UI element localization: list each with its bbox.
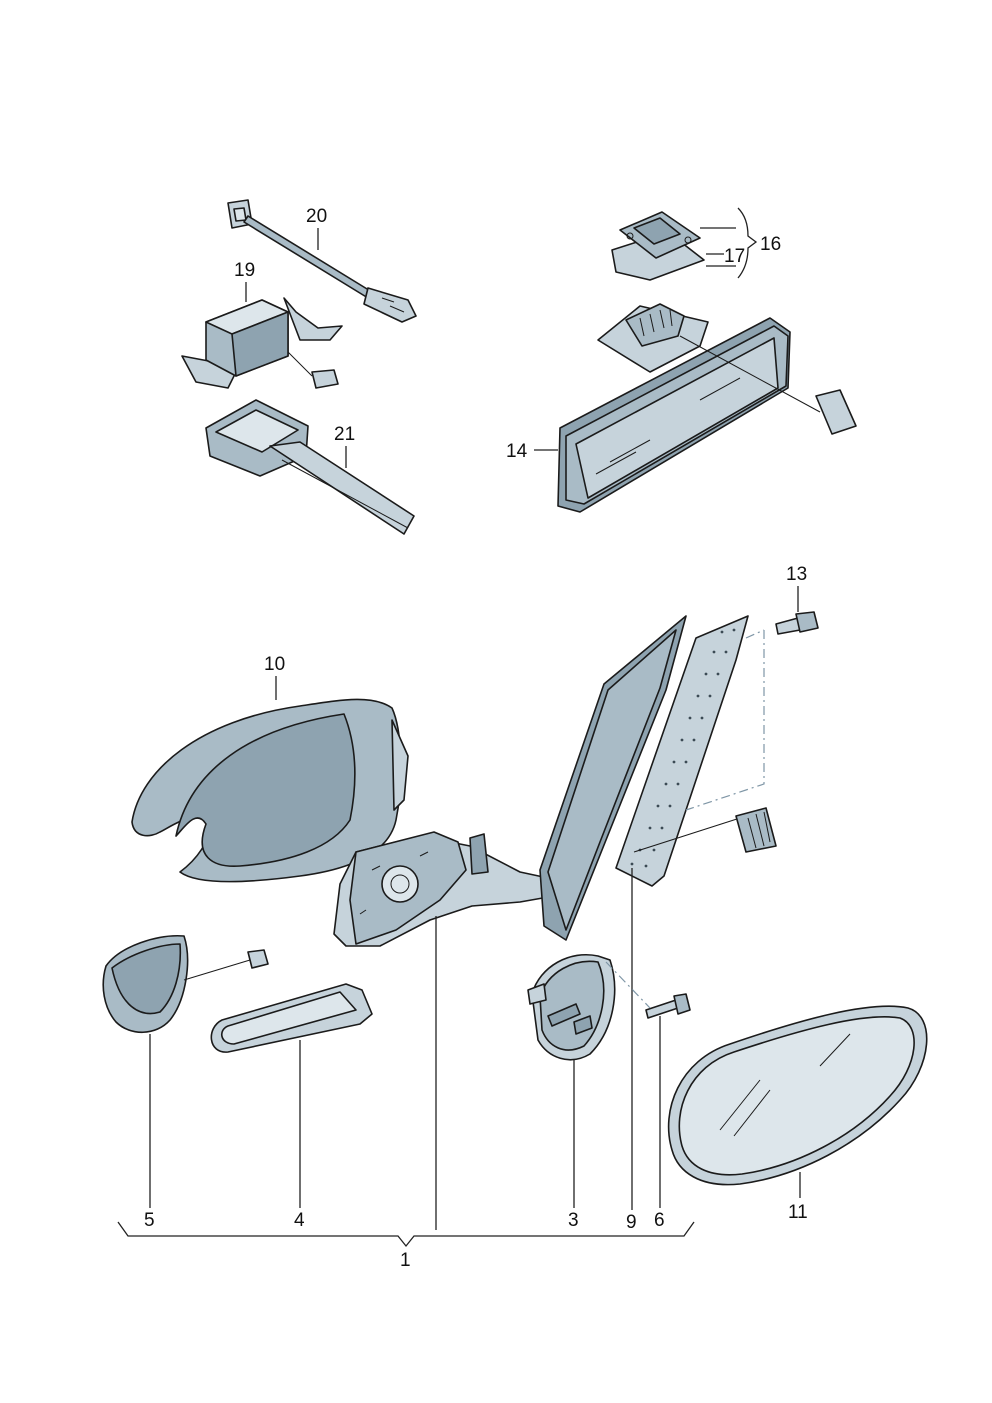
part-19-control-unit <box>181 297 343 389</box>
label-4: 4 <box>294 1210 305 1231</box>
part-9-heating-element <box>615 615 777 887</box>
label-21: 21 <box>334 424 355 445</box>
part-mirror-backing-plate <box>539 615 687 941</box>
part-21-cover <box>205 399 415 535</box>
label-19: 19 <box>234 260 255 281</box>
label-17: 17 <box>724 246 745 267</box>
label-9: 9 <box>626 1212 637 1233</box>
label-10: 10 <box>264 654 285 675</box>
part-6-screw <box>645 993 691 1019</box>
part-16-17-mounting-plate <box>611 211 705 281</box>
label-16: 16 <box>760 234 781 255</box>
part-3-adjusting-motor <box>527 954 616 1061</box>
brace-1 <box>117 1221 695 1248</box>
label-20: 20 <box>306 206 327 227</box>
label-5: 5 <box>144 1210 155 1231</box>
assembly-line-mount <box>745 629 765 639</box>
label-11: 11 <box>788 1202 808 1223</box>
label-3: 3 <box>568 1210 579 1231</box>
part-11-mirror-glass <box>667 1005 928 1186</box>
label-1: 1 <box>400 1250 411 1271</box>
assembly-line-13 <box>685 630 765 811</box>
part-20-cable <box>227 199 417 323</box>
label-14: 14 <box>506 441 528 462</box>
part-5-lower-cover <box>102 935 269 1033</box>
part-13-screw <box>775 611 819 635</box>
part-4-indicator-lens <box>210 983 373 1053</box>
part-14-interior-mirror <box>557 303 857 513</box>
leader-16-bracket <box>700 207 758 279</box>
label-6: 6 <box>654 1210 665 1231</box>
label-13: 13 <box>786 564 807 585</box>
part-1-mirror-base <box>333 831 555 947</box>
